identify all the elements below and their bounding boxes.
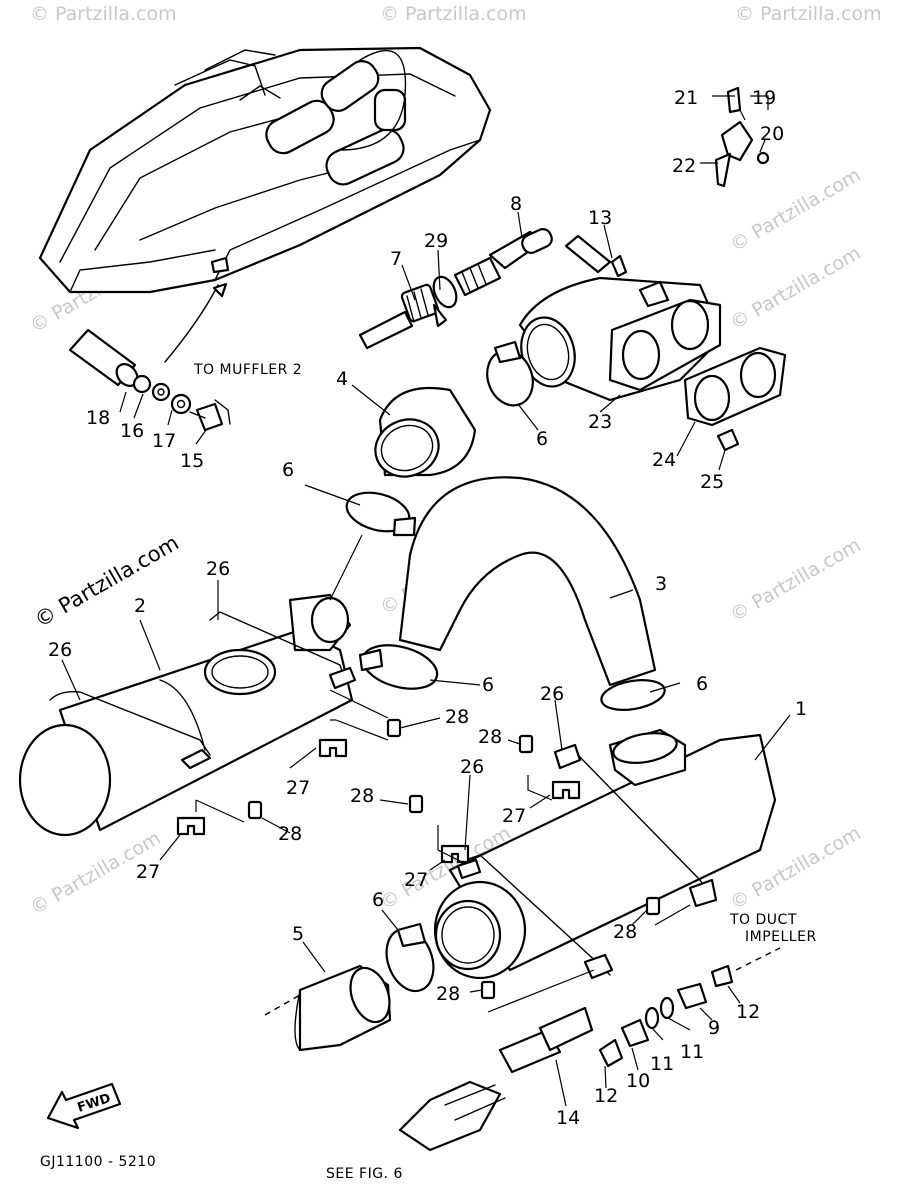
watermark: © Partzilla.com xyxy=(727,164,865,256)
part-number: 27 xyxy=(136,861,160,883)
muffler-1 xyxy=(433,728,777,980)
to-duct-note: TO DUCT xyxy=(729,912,797,928)
watercraft-illustration xyxy=(38,46,492,294)
part-number: 24 xyxy=(652,449,676,471)
part-number: 28 xyxy=(445,706,469,728)
part-number: 28 xyxy=(436,983,460,1005)
part-number: 20 xyxy=(760,123,784,145)
part-number: 6 xyxy=(696,673,708,695)
callout-notes: TO MUFFLER 2 TO DUCT IMPELLER SEE FIG. 6… xyxy=(40,362,817,1182)
fwd-arrow-icon: FWD xyxy=(46,1082,122,1130)
part-number: 13 xyxy=(588,207,612,229)
part-number: 26 xyxy=(206,558,230,580)
muffler-2 xyxy=(18,593,357,837)
exhaust-elbow-pipe xyxy=(374,386,477,478)
part-number: 5 xyxy=(292,923,304,945)
part-number: 9 xyxy=(708,1017,720,1039)
part-number: 18 xyxy=(86,407,110,429)
part-number: 26 xyxy=(540,683,564,705)
part-number: 28 xyxy=(613,921,637,943)
part-number: 26 xyxy=(460,756,484,778)
drain-hose xyxy=(398,1006,594,1152)
watermark: © Partzilla.com xyxy=(735,3,882,25)
part-number-labels: 21 19 20 22 8 13 29 7 4 6 23 24 25 18 16… xyxy=(48,87,807,1129)
part-number: 8 xyxy=(510,193,522,215)
part-number: 6 xyxy=(282,459,294,481)
part-number: 2 xyxy=(134,595,146,617)
part-number: 12 xyxy=(736,1001,760,1023)
drawing-code: GJ11100 - 5210 xyxy=(40,1154,156,1170)
part-number: 28 xyxy=(350,785,374,807)
part-number: 6 xyxy=(372,889,384,911)
part-number: 27 xyxy=(286,777,310,799)
part-number: 29 xyxy=(424,230,448,252)
part-number: 12 xyxy=(594,1085,618,1107)
watermark: © Partzilla.com xyxy=(727,534,865,626)
part-number: 4 xyxy=(336,368,348,390)
part-number: 17 xyxy=(152,430,176,452)
part-number: 28 xyxy=(278,823,302,845)
part-number: 21 xyxy=(674,87,698,109)
leader-lines xyxy=(61,95,791,1107)
to-muffler-note: TO MUFFLER 2 xyxy=(193,362,302,378)
part-number: 11 xyxy=(680,1041,704,1063)
part-number: 28 xyxy=(478,726,502,748)
watermark: © Partzilla.com xyxy=(727,242,865,334)
see-fig-note: SEE FIG. 6 xyxy=(326,1166,403,1182)
part-number: 26 xyxy=(48,639,72,661)
drain-hose-assembly xyxy=(68,282,231,432)
part-number: 15 xyxy=(180,450,204,472)
exhaust-manifold-joint xyxy=(518,276,787,452)
part-number: 11 xyxy=(650,1053,674,1075)
upper-exhaust-pipe xyxy=(358,228,628,350)
part-number: 22 xyxy=(672,155,696,177)
watermark: © Partzilla.com xyxy=(30,3,177,25)
hose-clamps xyxy=(345,340,666,993)
exhaust-hose xyxy=(398,476,657,687)
part-number: 27 xyxy=(404,869,428,891)
part-number: 10 xyxy=(626,1070,650,1092)
part-number: 3 xyxy=(655,573,667,595)
part-number: 27 xyxy=(502,805,526,827)
part-number: 7 xyxy=(390,248,402,270)
watermark: © Partzilla.com xyxy=(31,531,183,633)
watermark: © Partzilla.com xyxy=(380,3,527,25)
fastener-set xyxy=(598,947,781,1068)
part-number: 14 xyxy=(556,1107,580,1129)
part-number: 19 xyxy=(752,87,776,109)
bracket-fitting-group xyxy=(714,86,770,188)
part-number: 1 xyxy=(795,698,807,720)
impeller-note: IMPELLER xyxy=(745,929,817,945)
part-number: 25 xyxy=(700,471,724,493)
part-number: 6 xyxy=(536,428,548,450)
part-number: 23 xyxy=(588,411,612,433)
part-number: 6 xyxy=(482,674,494,696)
part-number: 16 xyxy=(120,420,144,442)
exhaust-outlet-pipe xyxy=(264,964,392,1052)
